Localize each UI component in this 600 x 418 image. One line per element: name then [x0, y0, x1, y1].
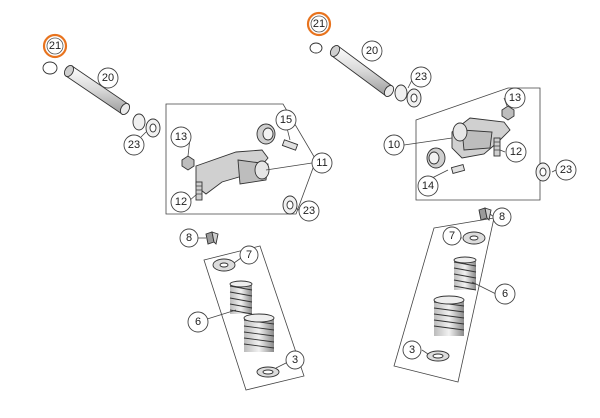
svg-text:23: 23: [415, 71, 427, 83]
nut-part: [501, 105, 515, 121]
rocker-arm-part: [195, 149, 270, 195]
pin-part: [450, 163, 466, 175]
callout-11[interactable]: 11: [311, 152, 333, 174]
rocker-shaft-part: [63, 64, 131, 116]
callout-23[interactable]: 23: [123, 134, 145, 156]
roller-part: [256, 123, 276, 145]
callout-20[interactable]: 20: [361, 40, 383, 62]
adjusting-screw-part: [493, 137, 501, 157]
outer-spring-part: [433, 295, 465, 336]
svg-text:23: 23: [128, 139, 140, 151]
svg-text:23: 23: [303, 205, 315, 217]
callout-7[interactable]: 7: [239, 245, 259, 265]
svg-text:14: 14: [422, 180, 434, 192]
callout-13[interactable]: 13: [504, 87, 526, 109]
svg-text:6: 6: [502, 288, 508, 300]
o-ring-part: [309, 42, 323, 54]
callout-7[interactable]: 7: [442, 226, 462, 246]
valve-keeper-part: [478, 207, 492, 221]
callout-14[interactable]: 14: [417, 175, 439, 197]
callout-23-lower[interactable]: 23: [298, 200, 320, 222]
callout-3[interactable]: 3: [402, 340, 422, 360]
callout-23[interactable]: 23: [410, 66, 432, 88]
rocker-group-frame: [415, 87, 541, 201]
callout-21-highlighted[interactable]: 21: [42, 33, 68, 59]
callout-21-highlighted[interactable]: 21: [306, 11, 332, 37]
callout-6[interactable]: 6: [187, 311, 209, 333]
rocker-group-frame: [165, 103, 317, 215]
callout-12[interactable]: 12: [505, 141, 527, 163]
svg-text:12: 12: [175, 196, 187, 208]
washer-part: [394, 84, 408, 102]
adjusting-screw-part: [195, 181, 203, 201]
left-assembly: [42, 61, 317, 391]
svg-text:7: 7: [246, 249, 252, 261]
inner-spring-part: [453, 256, 477, 291]
roller-part: [426, 147, 446, 169]
callout-15[interactable]: 15: [275, 109, 297, 131]
callout-12[interactable]: 12: [170, 191, 192, 213]
svg-text:21: 21: [49, 40, 61, 52]
svg-text:23: 23: [560, 164, 572, 176]
valve-spring-frame: [393, 217, 495, 383]
o-ring-part: [42, 61, 58, 75]
rocker-arm-part: [451, 117, 511, 159]
valve-keeper-part: [205, 231, 219, 245]
callout-10[interactable]: 10: [383, 134, 405, 156]
callouts-right: 21 20 23 13 10 12 14 23: [306, 11, 577, 360]
pin-part: [281, 139, 299, 151]
inner-spring-part: [229, 280, 253, 315]
svg-text:15: 15: [280, 114, 292, 126]
svg-text:13: 13: [175, 131, 187, 143]
svg-text:3: 3: [292, 354, 298, 366]
svg-text:8: 8: [499, 211, 505, 223]
callout-3[interactable]: 3: [285, 350, 305, 370]
callout-20[interactable]: 20: [97, 67, 119, 89]
svg-text:20: 20: [102, 72, 114, 84]
callout-6[interactable]: 6: [494, 283, 516, 305]
rocker-shaft-part: [329, 45, 395, 97]
washer-part: [132, 113, 146, 131]
svg-text:13: 13: [509, 92, 521, 104]
svg-text:12: 12: [510, 146, 522, 158]
svg-text:3: 3: [409, 344, 415, 356]
outer-spring-part: [243, 313, 275, 352]
svg-text:11: 11: [316, 157, 327, 169]
callout-8[interactable]: 8: [179, 228, 199, 248]
callouts-left: 21 20 23 13 15 11 12 23: [42, 33, 333, 370]
callout-13[interactable]: 13: [170, 126, 192, 148]
callout-23-right[interactable]: 23: [555, 159, 577, 181]
svg-text:8: 8: [186, 232, 192, 244]
svg-text:20: 20: [366, 45, 378, 57]
svg-text:7: 7: [449, 230, 455, 242]
svg-text:21: 21: [313, 18, 325, 30]
svg-text:6: 6: [195, 316, 201, 328]
svg-text:10: 10: [388, 139, 400, 151]
nut-part: [181, 155, 195, 171]
callout-8[interactable]: 8: [492, 207, 512, 227]
right-assembly: [309, 42, 557, 383]
